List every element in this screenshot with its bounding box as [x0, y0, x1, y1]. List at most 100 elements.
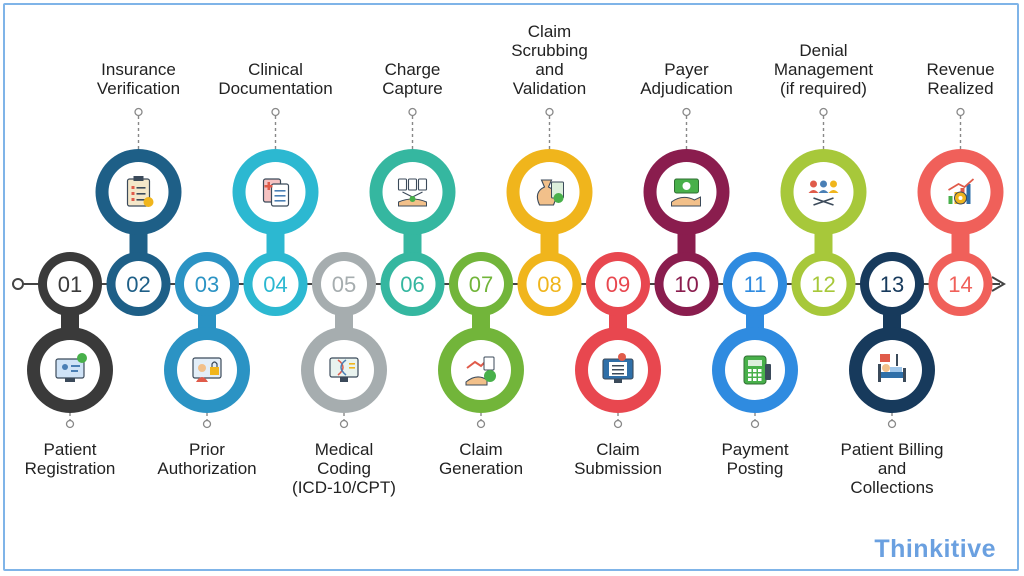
- monitor-upload-icon: [602, 353, 634, 383]
- step-08-label-line: Validation: [512, 79, 587, 98]
- step-13-badge: [869, 261, 915, 307]
- step-08-badge: [526, 261, 573, 307]
- step-02-connector-dot: [134, 107, 143, 117]
- step-03-number: 03: [195, 272, 219, 297]
- step-03-label-line: Prior: [189, 440, 225, 459]
- timeline-start-dot: [12, 278, 24, 290]
- step-08-label-line: and: [535, 60, 564, 79]
- step-01: 01: [27, 252, 113, 413]
- frame-border: [3, 3, 1019, 571]
- step-09-connector-dot: [613, 419, 623, 429]
- step-10-label-line: Adjudication: [640, 79, 733, 98]
- step-05-connector-dot: [339, 419, 349, 429]
- step-07: 07: [438, 252, 524, 413]
- step-04: 04: [232, 149, 319, 316]
- step-08-number: 08: [537, 272, 561, 297]
- step-11-label-line: Payment: [721, 440, 789, 459]
- step-03-label-line: Authorization: [157, 459, 257, 478]
- step-08: 08: [506, 149, 593, 316]
- step-14-label-line: Revenue: [926, 60, 995, 79]
- step-04-connector-dot: [271, 107, 280, 117]
- step-14: 14: [917, 149, 1004, 316]
- step-14-number: 14: [948, 272, 972, 297]
- step-04-number: 04: [263, 272, 287, 297]
- step-12-badge: [800, 261, 847, 307]
- step-12: 12: [780, 149, 867, 316]
- step-07-connector-dot: [476, 419, 486, 429]
- step-06-label-line: Capture: [382, 79, 443, 98]
- step-02-number: 02: [126, 272, 150, 297]
- step-14-label-line: Realized: [927, 79, 994, 98]
- revenue-gear-chart-icon: [948, 178, 975, 205]
- step-13: 13: [849, 252, 935, 413]
- step-11-badge: [732, 261, 778, 307]
- step-13-label-line: and: [877, 459, 907, 478]
- step-07-label-line: Claim: [459, 440, 503, 459]
- step-01-badge: [47, 261, 93, 307]
- step-12-label-line: Denial: [799, 41, 848, 60]
- step-06-number: 06: [400, 272, 424, 297]
- step-03-badge: [184, 261, 230, 307]
- step-01-connector-dot: [65, 419, 75, 429]
- step-11-number: 11: [744, 272, 767, 297]
- step-06-connector-dot: [408, 107, 417, 117]
- step-09: 09: [575, 252, 661, 413]
- step-01-label-line: Registration: [24, 459, 116, 478]
- user-lock-icon: [192, 357, 222, 382]
- step-09-label-line: Claim: [596, 440, 640, 459]
- step-13-label-line: Patient Billing: [840, 440, 944, 459]
- step-05: 05: [301, 252, 387, 413]
- step-03-connector-dot: [202, 419, 212, 429]
- step-07-number: 07: [469, 272, 493, 297]
- step-07-badge: [458, 261, 504, 307]
- step-10-label-line: Payer: [664, 60, 709, 79]
- step-04-badge: [252, 261, 299, 307]
- step-07-icon-bubble: [451, 340, 511, 400]
- step-01-label-line: Patient: [43, 440, 97, 459]
- step-09-number: 09: [606, 272, 630, 297]
- step-11: 11: [712, 252, 798, 413]
- step-02: 02: [95, 149, 182, 316]
- step-11-connector-dot: [750, 419, 760, 429]
- step-13-number: 13: [880, 272, 904, 297]
- hand-cash-icon: [671, 178, 701, 207]
- brand-logo: Thinkitive: [874, 535, 996, 563]
- patient-bed-icon: [878, 354, 906, 382]
- step-05-label-line: Medical: [314, 440, 374, 459]
- step-01-number: 01: [58, 272, 82, 297]
- step-12-connector-dot: [819, 107, 828, 117]
- step-06: 06: [369, 149, 456, 316]
- step-06-label-line: Charge: [384, 60, 441, 79]
- step-12-label-line: (if required): [780, 79, 867, 98]
- dna-monitor-icon: [329, 357, 359, 382]
- step-09-label-line: Submission: [574, 459, 662, 478]
- step-12-number: 12: [811, 272, 835, 297]
- computer-user-check-icon: [55, 353, 87, 382]
- step-10-badge: [663, 261, 710, 307]
- step-04-label-line: Clinical: [248, 60, 303, 79]
- step-09-badge: [595, 261, 641, 307]
- step-02-badge: [115, 261, 162, 307]
- step-05-label-line: Coding: [317, 459, 371, 478]
- step-13-connector-dot: [887, 419, 897, 429]
- money-growth-icon: [465, 356, 496, 386]
- charge-capture-icon: [397, 178, 428, 207]
- timeline-arrow-icon: [991, 276, 1006, 292]
- money-bag-check-icon: [536, 179, 564, 206]
- step-06-badge: [389, 261, 436, 307]
- payment-terminal-icon: [743, 355, 771, 385]
- step-10-connector-dot: [682, 107, 691, 117]
- step-14-connector-dot: [956, 107, 965, 117]
- step-02-label-line: Verification: [96, 79, 181, 98]
